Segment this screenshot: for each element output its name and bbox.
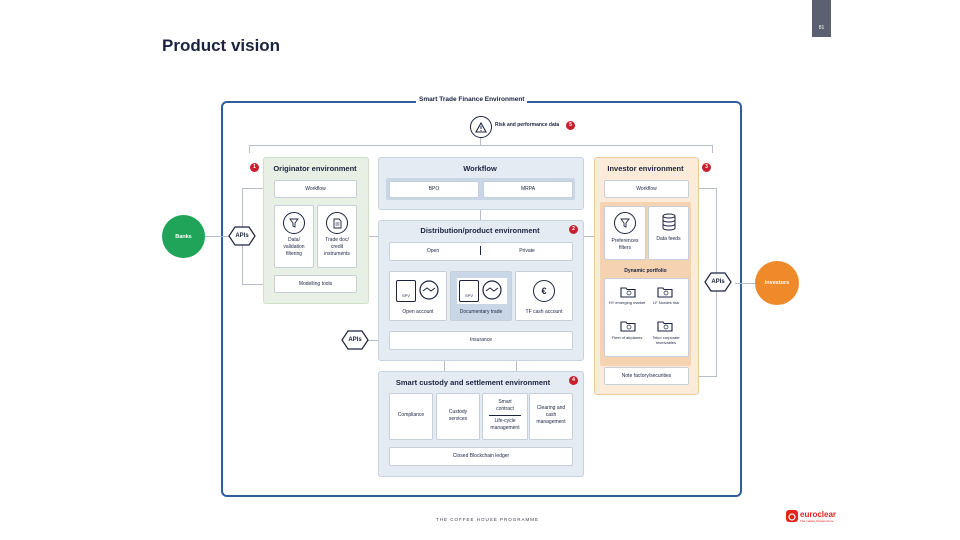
database-icon bbox=[659, 212, 679, 232]
banks-node: Banks bbox=[162, 215, 205, 258]
open-account-card: SPV Open account bbox=[389, 271, 447, 321]
clearing-cash-card: Clearing and cash management bbox=[529, 393, 573, 440]
investor-workflow: Workflow bbox=[604, 180, 689, 198]
custody-title: Smart custody and settlement environment bbox=[395, 378, 551, 387]
risk-connector-line bbox=[249, 145, 712, 146]
folder-icon bbox=[657, 285, 673, 303]
euro-icon: € bbox=[533, 280, 555, 302]
originator-distribution-connector bbox=[368, 236, 380, 237]
apis-investor: APIs bbox=[704, 272, 732, 292]
euroclear-tagline: The market infrastructure bbox=[800, 519, 834, 523]
dynamic-portfolio-label: Dynamic portfolio bbox=[624, 268, 667, 274]
folder-icon bbox=[620, 319, 636, 337]
document-icon bbox=[326, 212, 348, 234]
banks-connector bbox=[205, 236, 230, 237]
folder-icon bbox=[620, 285, 636, 303]
workflow-mrpa: MRPA bbox=[483, 181, 573, 198]
insurance: Insurance bbox=[389, 331, 573, 350]
tab-open: Open bbox=[426, 248, 440, 254]
investors-connector bbox=[735, 283, 757, 284]
smart-contract-card: Smart contract Life-cycle management bbox=[482, 393, 528, 440]
funnel-icon bbox=[283, 212, 305, 234]
investor-badge: 3 bbox=[702, 163, 711, 172]
workflow-distribution-connector bbox=[480, 208, 481, 220]
apis-insurance: APIs bbox=[341, 330, 369, 350]
spv-icon: SPV bbox=[396, 280, 416, 302]
originator-api-top bbox=[242, 188, 264, 189]
preferences-filters-card: Preferences filters bbox=[604, 206, 646, 260]
originator-api-bottom bbox=[242, 284, 264, 285]
dynamic-portfolio-card: HY emerging market LF Nordes risk Fleet … bbox=[604, 278, 689, 357]
custody-badge: 4 bbox=[569, 376, 578, 385]
risk-connector-left bbox=[249, 145, 250, 153]
data-feeds-card: Data feeds bbox=[648, 206, 689, 260]
spv-icon: SPV bbox=[459, 280, 479, 302]
distribution-badge: 2 bbox=[569, 225, 578, 234]
risk-connector-stem bbox=[480, 137, 481, 145]
originator-badge: 1 bbox=[250, 163, 259, 172]
handshake-icon bbox=[482, 280, 502, 305]
workflow-title: Workflow bbox=[463, 164, 497, 173]
page-number: 81 bbox=[812, 0, 831, 37]
euroclear-logo-icon bbox=[786, 510, 798, 522]
tab-private: Private bbox=[519, 248, 535, 254]
tf-cash-account-card: € TF cash account bbox=[515, 271, 573, 321]
page-title: Product vision bbox=[162, 36, 281, 55]
investors-node: Investors bbox=[755, 261, 799, 305]
blockchain-ledger: Closed Blockchain ledger bbox=[389, 447, 573, 466]
data-validation-card: Data/ validation filtering bbox=[274, 205, 314, 268]
tab-divider bbox=[480, 246, 481, 255]
modelling-tools: Modelling tools bbox=[274, 275, 357, 293]
custody-services-card: Custody services bbox=[436, 393, 480, 440]
originator-workflow: Workflow bbox=[274, 180, 357, 198]
distribution-custody-connector-2 bbox=[516, 360, 517, 372]
footer-text: THE COFFEE HOUSE PROGRAMME bbox=[436, 517, 540, 522]
distribution-investor-connector bbox=[583, 236, 595, 237]
investor-api-top bbox=[697, 188, 717, 189]
euroclear-logo-text: euroclear bbox=[800, 510, 837, 519]
handshake-icon bbox=[419, 280, 439, 305]
note-factory: Note factory/securities bbox=[604, 367, 689, 385]
apis-originator: APIs bbox=[228, 226, 256, 246]
distribution-title: Distribution/product environment bbox=[420, 226, 540, 235]
risk-label: Risk and performance data bbox=[495, 122, 560, 128]
risk-badge: 5 bbox=[566, 121, 575, 130]
funnel-icon bbox=[614, 212, 636, 234]
environment-title: Smart Trade Finance Environment bbox=[416, 96, 528, 103]
investor-api-bottom bbox=[697, 376, 717, 377]
open-private-bar bbox=[389, 242, 573, 261]
trade-doc-card: Trade doc/ credit instruments bbox=[317, 205, 357, 268]
compliance-card: Compliance bbox=[389, 393, 433, 440]
distribution-custody-connector-1 bbox=[444, 360, 445, 372]
warning-icon bbox=[470, 116, 492, 138]
workflow-bpo: BPO bbox=[389, 181, 479, 198]
risk-connector-right bbox=[712, 145, 713, 153]
insurance-api-connector bbox=[368, 340, 380, 341]
originator-title: Originator environment bbox=[273, 164, 357, 173]
investor-title: Investor environment bbox=[607, 164, 684, 173]
documentary-trade-card: SPV Documentary trade bbox=[450, 271, 512, 321]
folder-icon bbox=[657, 319, 673, 337]
